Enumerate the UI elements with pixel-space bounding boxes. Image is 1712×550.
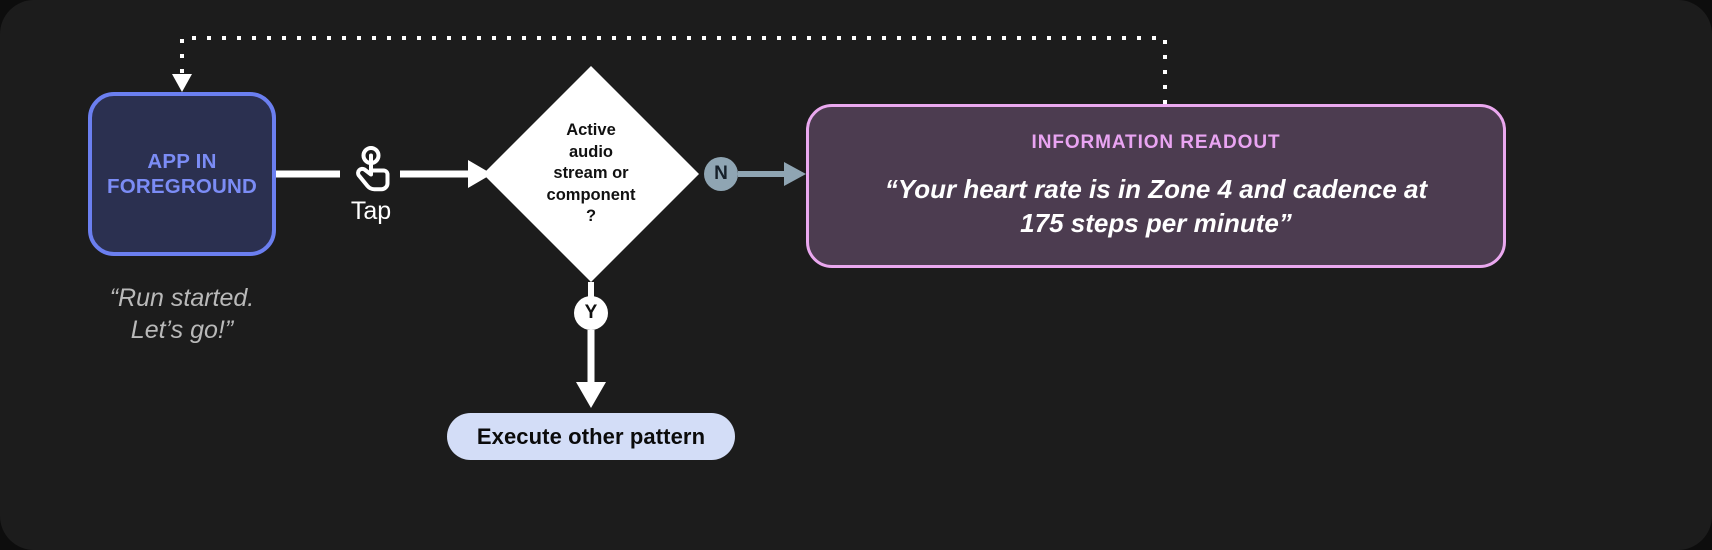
node-decision-active-audio[interactable]: Active audio stream or component ?: [483, 66, 699, 282]
decision-line-5: ?: [585, 207, 597, 226]
branch-badge-no: N: [704, 157, 738, 191]
tap-gesture-group: Tap: [338, 143, 404, 224]
decision-line-1: Active: [566, 120, 616, 139]
app-caption-line-1: “Run started.: [109, 284, 255, 312]
decision-line-3: stream or: [553, 164, 629, 183]
branch-badge-no-label: N: [714, 163, 728, 184]
readout-body-line-1: “Your heart rate is in Zone 4 and cadenc…: [884, 173, 1428, 204]
branch-badge-yes: Y: [574, 296, 608, 330]
branch-badge-yes-label: Y: [584, 302, 598, 323]
decision-label: Active audio stream or component ?: [483, 66, 699, 282]
diamond-shape: [483, 66, 699, 282]
information-readout-body: “Your heart rate is in Zone 4 and cadenc…: [885, 172, 1427, 241]
node-app-in-foreground[interactable]: APP IN FOREGROUND: [88, 92, 276, 256]
app-in-foreground-label: APP IN FOREGROUND: [106, 149, 258, 198]
tap-to-decision-connector: [400, 160, 492, 188]
tap-gesture-icon: [356, 146, 390, 192]
decision-line-4: component: [546, 185, 636, 204]
app-foreground-caption: “Run started. Let’s go!”: [88, 282, 276, 346]
execute-other-pattern-label: Execute other pattern: [476, 423, 706, 449]
node-execute-other-pattern[interactable]: Execute other pattern: [447, 413, 735, 460]
readout-body-line-2: 175 steps per minute”: [1020, 208, 1292, 238]
node-information-readout[interactable]: INFORMATION READOUT “Your heart rate is …: [806, 104, 1506, 268]
decision-line-2: audio: [568, 142, 613, 161]
information-readout-title: INFORMATION READOUT: [1031, 131, 1281, 153]
yes-branch-connector: [576, 330, 606, 408]
tap-gesture-label: Tap: [350, 197, 392, 225]
app-caption-line-2: Let’s go!”: [130, 316, 234, 344]
no-branch-connector: [738, 162, 806, 186]
